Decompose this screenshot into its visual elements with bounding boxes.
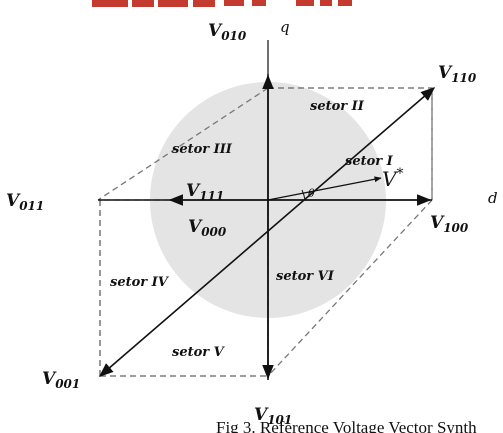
label-vref: V* xyxy=(382,166,403,191)
label-sector-2: setor II xyxy=(310,99,365,114)
label-v010: V010 xyxy=(208,21,247,43)
label-v101: V101 xyxy=(254,405,292,427)
label-sector-4: setor IV xyxy=(110,275,170,290)
label-theta: θ xyxy=(308,187,315,200)
label-v001: V001 xyxy=(42,369,80,391)
label-sector-3: setor III xyxy=(172,142,233,157)
label-v011: V011 xyxy=(6,191,44,213)
label-v100: V100 xyxy=(430,213,469,235)
figure-caption: Fig 3. Reference Voltage Vector Synth xyxy=(216,418,477,433)
label-v110: V110 xyxy=(438,63,477,85)
vector-v110-v001-arrow xyxy=(98,87,436,377)
label-d-axis: d xyxy=(488,189,498,207)
label-sector-1: setor I xyxy=(345,154,394,169)
label-q-axis: q xyxy=(280,18,290,36)
label-sector-5: setor V xyxy=(172,345,226,360)
label-v111: V111 xyxy=(186,181,224,203)
label-sector-6: setor VI xyxy=(276,269,335,284)
label-v000: V000 xyxy=(188,217,227,239)
angle-arc xyxy=(301,189,306,201)
reference-vector-arrow xyxy=(267,176,382,201)
cropped-header-logo xyxy=(92,0,352,7)
